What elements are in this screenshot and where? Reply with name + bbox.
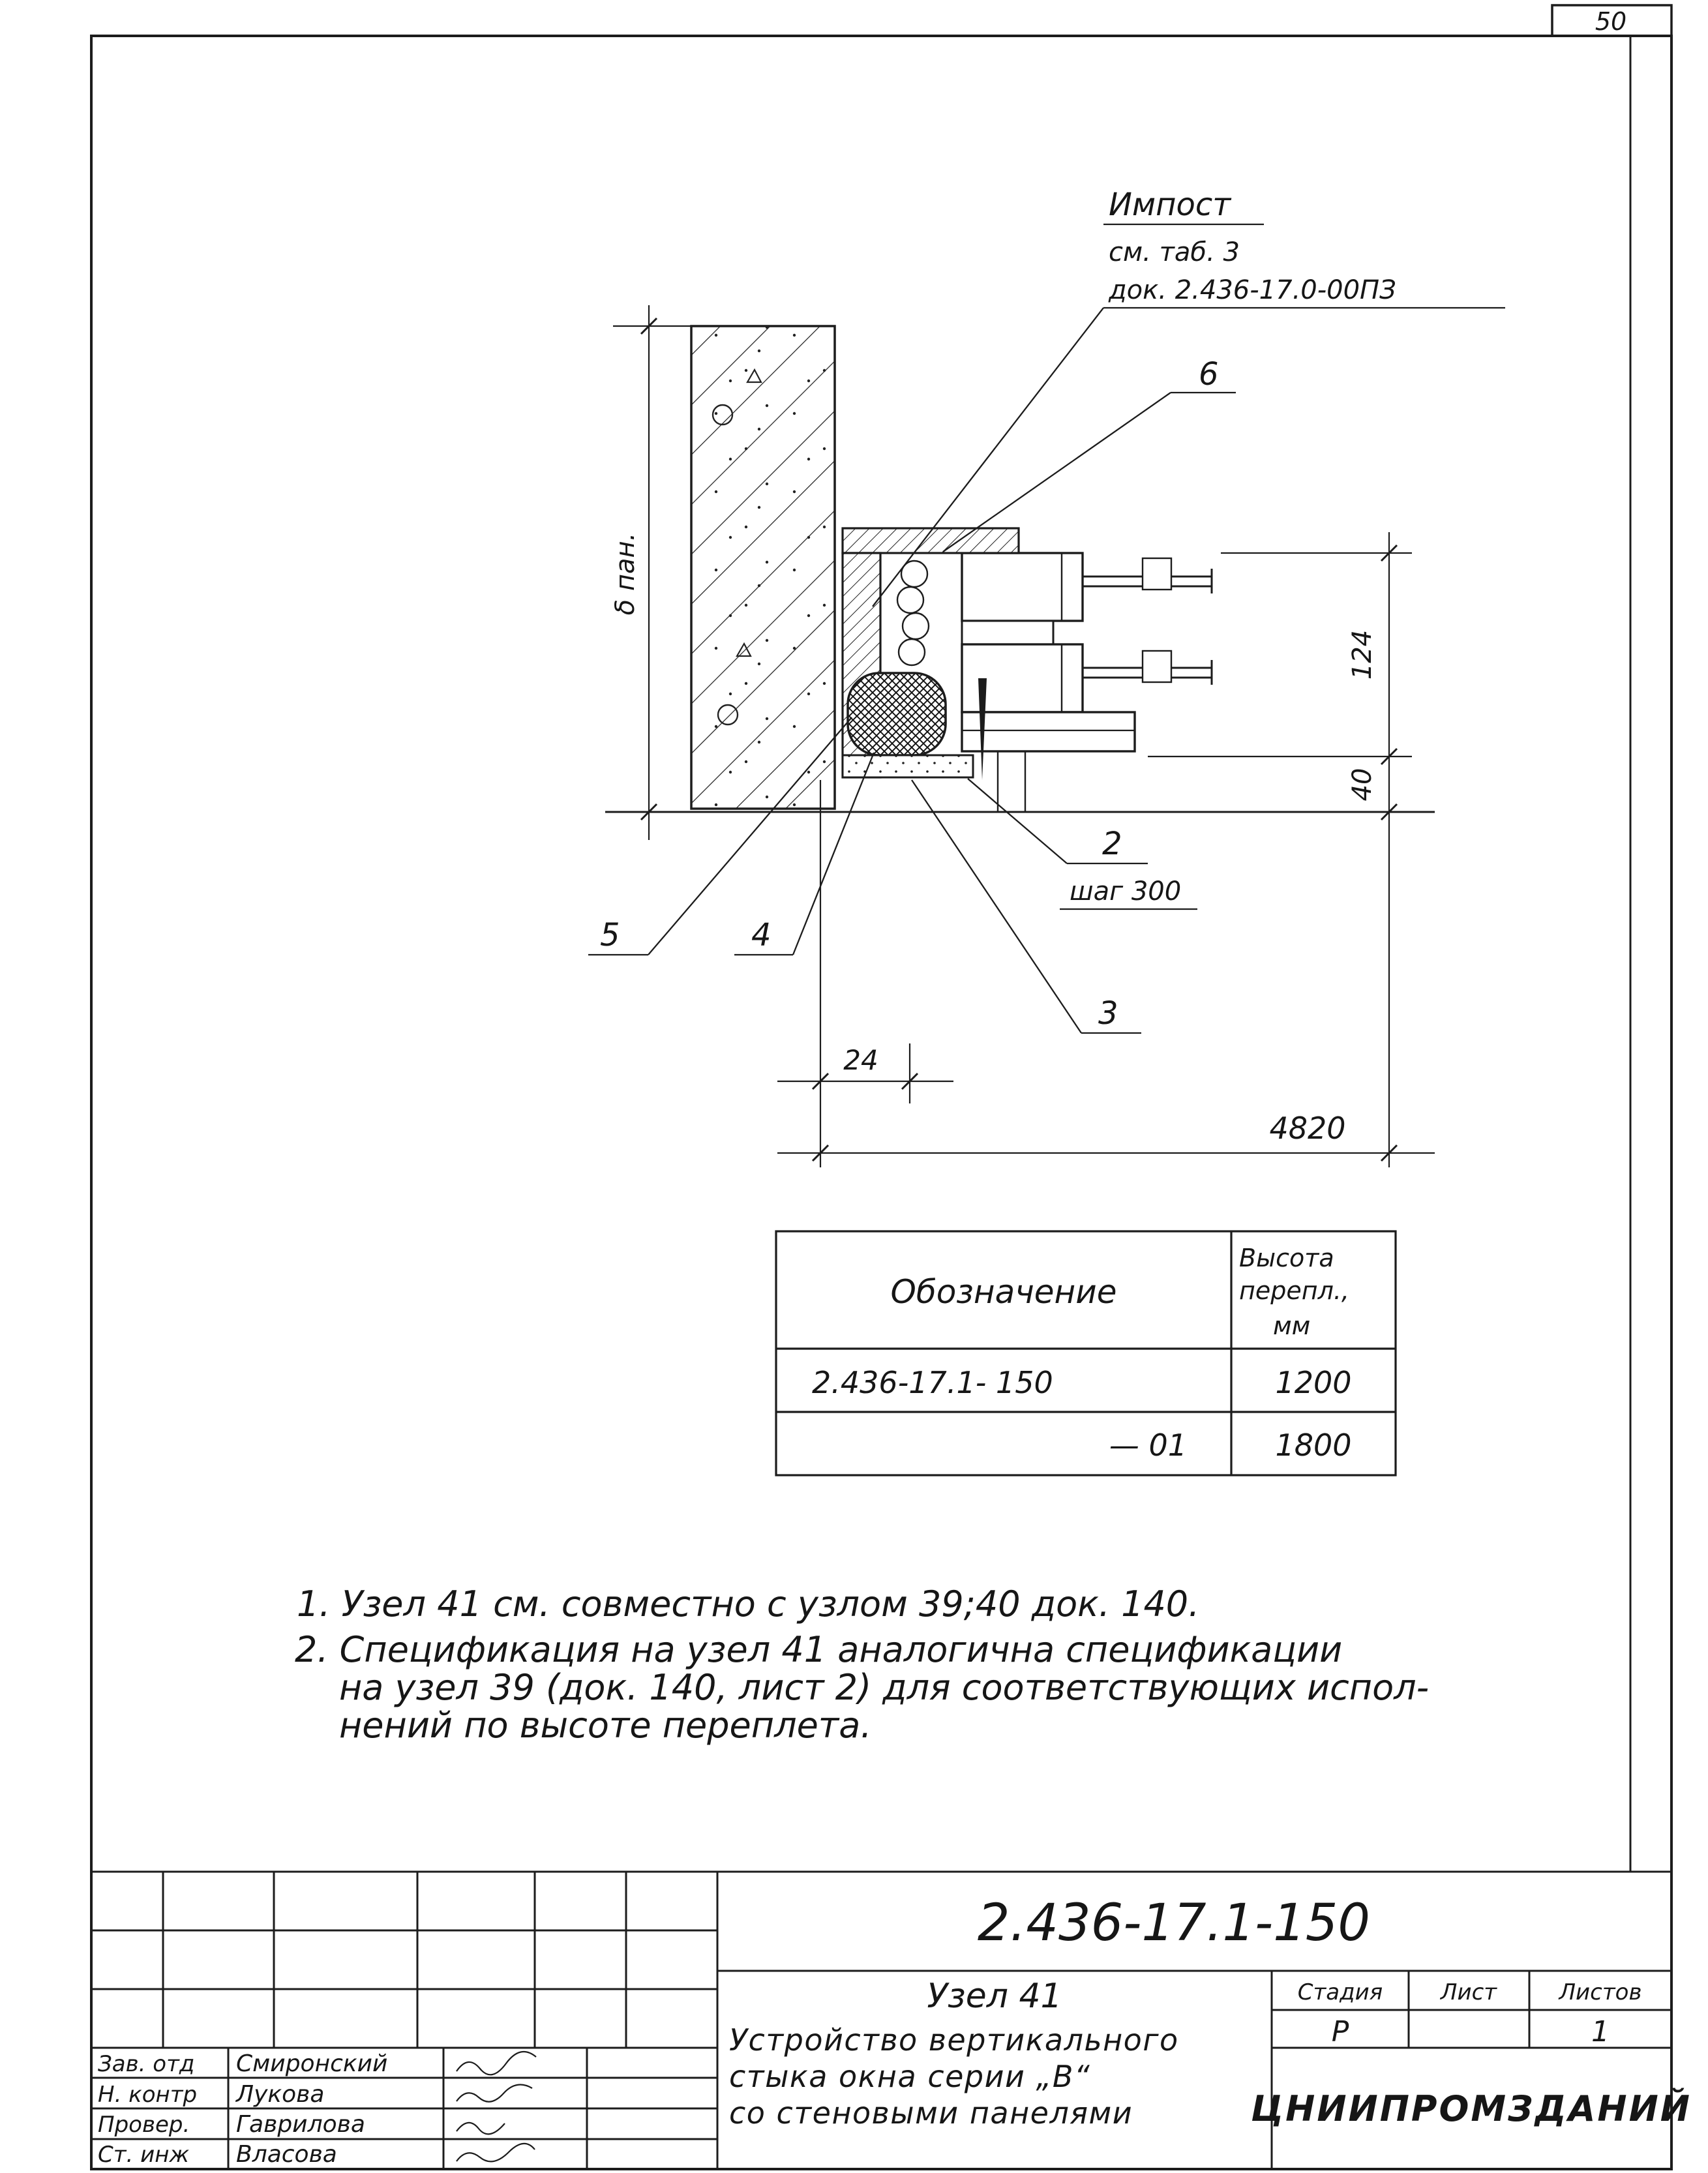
aggregate-triangle bbox=[736, 642, 752, 657]
table-header-height-2: перепл., bbox=[1239, 1276, 1349, 1305]
sill bbox=[961, 711, 1136, 753]
signature-name-3: Власова bbox=[236, 2141, 337, 2168]
flashing-bar bbox=[841, 527, 1020, 554]
table-header-designation: Обозначение bbox=[891, 1273, 1117, 1311]
sheets-label: Листов bbox=[1557, 1979, 1641, 2005]
table-cell-designation-1: 2.436-17.1- 150 bbox=[812, 1365, 1053, 1400]
dim-124: 124 bbox=[1347, 630, 1377, 680]
notes: 1. Узел 41 см. совместно с узлом 39;40 д… bbox=[295, 1583, 1429, 1746]
signature-name-1: Лукова bbox=[235, 2081, 324, 2108]
titleblock-title-3: со стеновыми панелями bbox=[729, 2095, 1133, 2131]
mortar-strip bbox=[841, 754, 974, 779]
signature-role-3: Ст. инж bbox=[98, 2142, 189, 2168]
stage-value: Р bbox=[1332, 2015, 1349, 2048]
page-number: 50 bbox=[1595, 7, 1626, 36]
wall-panel bbox=[690, 325, 836, 810]
signature-name-2: Гаврилова bbox=[236, 2111, 365, 2138]
organization-name: ЦНИИПРОМЗДАНИЙ bbox=[1251, 2088, 1692, 2129]
titleblock-title-1: Устройство вертикального bbox=[729, 2022, 1179, 2058]
signature-role-0: Зав. отд bbox=[98, 2051, 194, 2077]
callout-4: 4 bbox=[751, 917, 772, 953]
signature-rows: Зав. отд Смиронский Н. контр Лукова Пров… bbox=[98, 2050, 537, 2168]
stage-label: Стадия bbox=[1298, 1979, 1383, 2005]
glazing-clip bbox=[1141, 650, 1173, 683]
page-number-box bbox=[1551, 4, 1673, 37]
callout-2-step: шаг 300 bbox=[1070, 877, 1181, 907]
callout-6: 6 bbox=[1199, 356, 1219, 393]
note-line-2: 2. Спецификация на узел 41 аналогична сп… bbox=[295, 1629, 1342, 1670]
aggregate-circle bbox=[717, 704, 739, 726]
table-header-height-3: мм bbox=[1273, 1311, 1310, 1340]
dim-4820: 4820 bbox=[1269, 1111, 1345, 1146]
table-cell-height-2: 1800 bbox=[1275, 1428, 1351, 1463]
signature-squiggle bbox=[456, 2050, 537, 2076]
fastener-pin bbox=[978, 678, 987, 780]
dim-40: 40 bbox=[1347, 768, 1377, 802]
callout-3: 3 bbox=[1098, 995, 1118, 1032]
signature-squiggle bbox=[456, 2142, 535, 2163]
glazing-clip bbox=[1141, 557, 1173, 591]
impost-label: Импост bbox=[1109, 187, 1232, 223]
middle-rail bbox=[961, 620, 1055, 646]
sheets-value: 1 bbox=[1591, 2015, 1610, 2048]
signature-role-1: Н. контр bbox=[98, 2082, 197, 2108]
note-line-3: на узел 39 (док. 140, лист 2) для соотве… bbox=[339, 1667, 1429, 1708]
spec-table bbox=[775, 1230, 1397, 1476]
sheet-label: Лист bbox=[1439, 1979, 1497, 2005]
aggregate-triangle bbox=[746, 368, 762, 383]
title-block-grid bbox=[91, 1870, 1671, 2169]
impost-ref-table: см. таб. 3 bbox=[1109, 237, 1240, 267]
window-assembly bbox=[841, 527, 1213, 812]
callout-2: 2 bbox=[1102, 826, 1122, 862]
dimension-lines bbox=[613, 305, 1435, 1167]
callout-5: 5 bbox=[600, 917, 620, 953]
titleblock-designation: 2.436-17.1-150 bbox=[978, 1894, 1370, 1953]
sheet-frame bbox=[90, 4, 1673, 2170]
table-cell-designation-2: — 01 bbox=[1109, 1428, 1187, 1463]
leader-lines bbox=[588, 223, 1505, 1034]
impost-ref-doc: док. 2.436-17.0-00ПЗ bbox=[1108, 275, 1396, 305]
note-line-4: нений по высоте переплета. bbox=[339, 1705, 872, 1746]
dim-panel-thickness: δ пан. bbox=[610, 533, 640, 616]
dim-24: 24 bbox=[843, 1044, 878, 1076]
table-header-height-1: Высота bbox=[1239, 1244, 1334, 1272]
spring-seal bbox=[896, 560, 930, 667]
aggregate-circle bbox=[712, 404, 734, 426]
signature-role-2: Провер. bbox=[98, 2112, 190, 2138]
titleblock-node: Узел 41 bbox=[927, 1977, 1062, 2016]
signature-squiggle bbox=[456, 2084, 533, 2103]
titleblock-title-2: стыка окна серии „В“ bbox=[729, 2059, 1090, 2094]
signature-name-0: Смиронский bbox=[236, 2050, 387, 2077]
sealing-gasket bbox=[847, 672, 947, 757]
note-line-1: 1. Узел 41 см. совместно с узлом 39;40 д… bbox=[297, 1583, 1199, 1625]
table-cell-height-1: 1200 bbox=[1275, 1365, 1351, 1400]
upper-sash bbox=[961, 552, 1084, 622]
signature-squiggle bbox=[456, 2121, 505, 2135]
